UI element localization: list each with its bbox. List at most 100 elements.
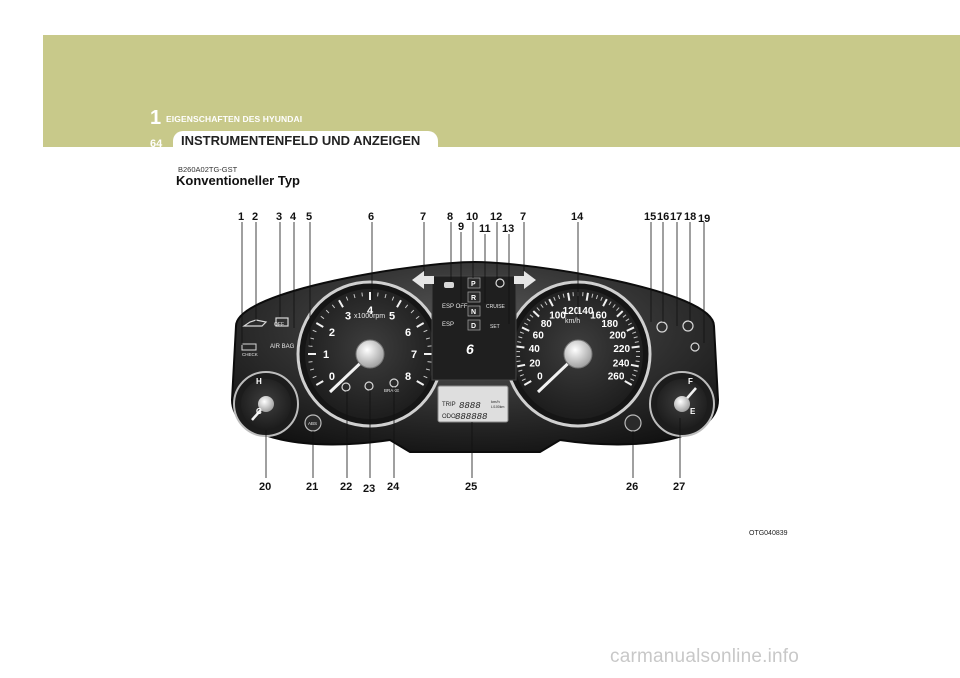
trunk-open-icon [682, 320, 694, 332]
tach-minor-tick [308, 345, 313, 347]
callout-25: 25 [465, 481, 477, 493]
tach-minor-tick [427, 345, 432, 347]
speed-label: 80 [541, 319, 553, 330]
odo-digits: 888888 [455, 412, 488, 422]
washer-fluid-icon [656, 321, 668, 333]
speed-minor-tick [536, 307, 540, 311]
tach-label: 6 [405, 327, 411, 339]
speed-label: 40 [529, 344, 541, 355]
speed-minor-tick [632, 374, 637, 377]
callout-27: 27 [673, 481, 685, 493]
battery-icon [275, 317, 289, 327]
tach-minor-tick [427, 361, 432, 363]
speed-tick [567, 292, 571, 301]
gear-r: R [471, 295, 476, 302]
speed-tick [626, 326, 635, 332]
speed-minor-tick [540, 304, 544, 308]
callout-10: 10 [466, 211, 478, 223]
section-code: B260A02TG-GST [178, 165, 238, 174]
fuel-empty-label: E [690, 407, 696, 416]
callout-15: 15 [644, 211, 656, 223]
tach-tick [315, 380, 324, 386]
callout-22: 22 [340, 481, 352, 493]
speed-minor-tick [591, 293, 594, 298]
speed-tick [602, 298, 608, 307]
tach-label: 2 [329, 327, 335, 339]
speed-minor-tick [622, 314, 627, 318]
tach-minor-tick [377, 292, 379, 297]
callout-6: 6 [368, 211, 374, 223]
speed-minor-tick [529, 314, 534, 318]
tach-label: 5 [389, 311, 395, 323]
speed-tick [523, 380, 532, 386]
oil-pressure-icon [242, 319, 268, 327]
speed-label: 240 [613, 358, 630, 369]
esp-label: ESP [442, 322, 454, 328]
speed-tick [517, 363, 526, 368]
speed-label: 0 [537, 372, 543, 383]
callout-21: 21 [306, 481, 318, 493]
tach-label: 8 [405, 371, 411, 383]
speed-minor-tick [630, 378, 635, 382]
headlight-icon [444, 282, 454, 288]
tach-minor-tick [361, 292, 363, 297]
speed-minor-tick [595, 295, 599, 300]
temp-cold-label: C [256, 407, 262, 416]
callout-7-right: 7 [520, 211, 526, 223]
abs-label: ABS [308, 421, 317, 426]
callout-3: 3 [276, 211, 282, 223]
door-ajar-icon [364, 381, 374, 391]
speed-minor-tick [519, 374, 524, 377]
tach-minor-tick [423, 329, 428, 333]
callout-26: 26 [626, 481, 638, 493]
low-fuel-icon [690, 342, 700, 352]
trip-unit-2: L/100km [491, 405, 505, 409]
tach-label: 7 [411, 349, 417, 361]
tach-minor-tick [309, 337, 315, 340]
gear-d: D [471, 323, 476, 330]
temp-hot-label: H [256, 377, 262, 386]
speed-tick [585, 292, 589, 301]
chapter-number: 1 [150, 107, 162, 129]
odo-label: ODO [442, 414, 456, 420]
speed-minor-tick [553, 296, 556, 301]
speed-tick [631, 345, 640, 349]
speed-minor-tick [612, 304, 616, 308]
callout-2: 2 [252, 211, 258, 223]
trip-unit: km/h [491, 399, 500, 404]
gear-n: N [471, 309, 476, 316]
tach-unit: x1000rpm [354, 313, 385, 320]
tach-tick [416, 380, 425, 386]
callouts-bottom: 20 21 22 23 24 25 26 27 [259, 481, 685, 495]
fuel-cap-icon [624, 414, 642, 432]
speed-minor-tick [634, 341, 639, 343]
speed-minor-tick [608, 301, 612, 306]
callout-9: 9 [458, 221, 464, 233]
speed-minor-tick [627, 322, 632, 326]
cruise-label: CRUISE [486, 304, 506, 310]
header-band [43, 35, 960, 147]
speed-minor-tick [519, 331, 524, 334]
callout-17: 17 [670, 211, 682, 223]
speed-label: 180 [601, 319, 618, 330]
tach-minor-tick [425, 337, 431, 340]
speed-label: 20 [529, 358, 541, 369]
check-label: CHECK [242, 352, 258, 357]
speed-label: 120 [563, 306, 580, 317]
speed-minor-tick [517, 341, 522, 343]
speed-tick [616, 310, 624, 318]
gear-indicator [467, 277, 481, 331]
callout-8: 8 [447, 211, 453, 223]
speedometer-hub [563, 339, 593, 369]
tach-minor-tick [404, 304, 409, 309]
off-label: OFF [274, 322, 284, 328]
callout-18: 18 [684, 211, 696, 223]
fog-light-icon [495, 278, 505, 288]
speed-label: 60 [533, 331, 545, 342]
trip-label: TRIP [442, 402, 456, 408]
speed-minor-tick [518, 336, 523, 339]
callout-19: 19 [698, 213, 710, 225]
